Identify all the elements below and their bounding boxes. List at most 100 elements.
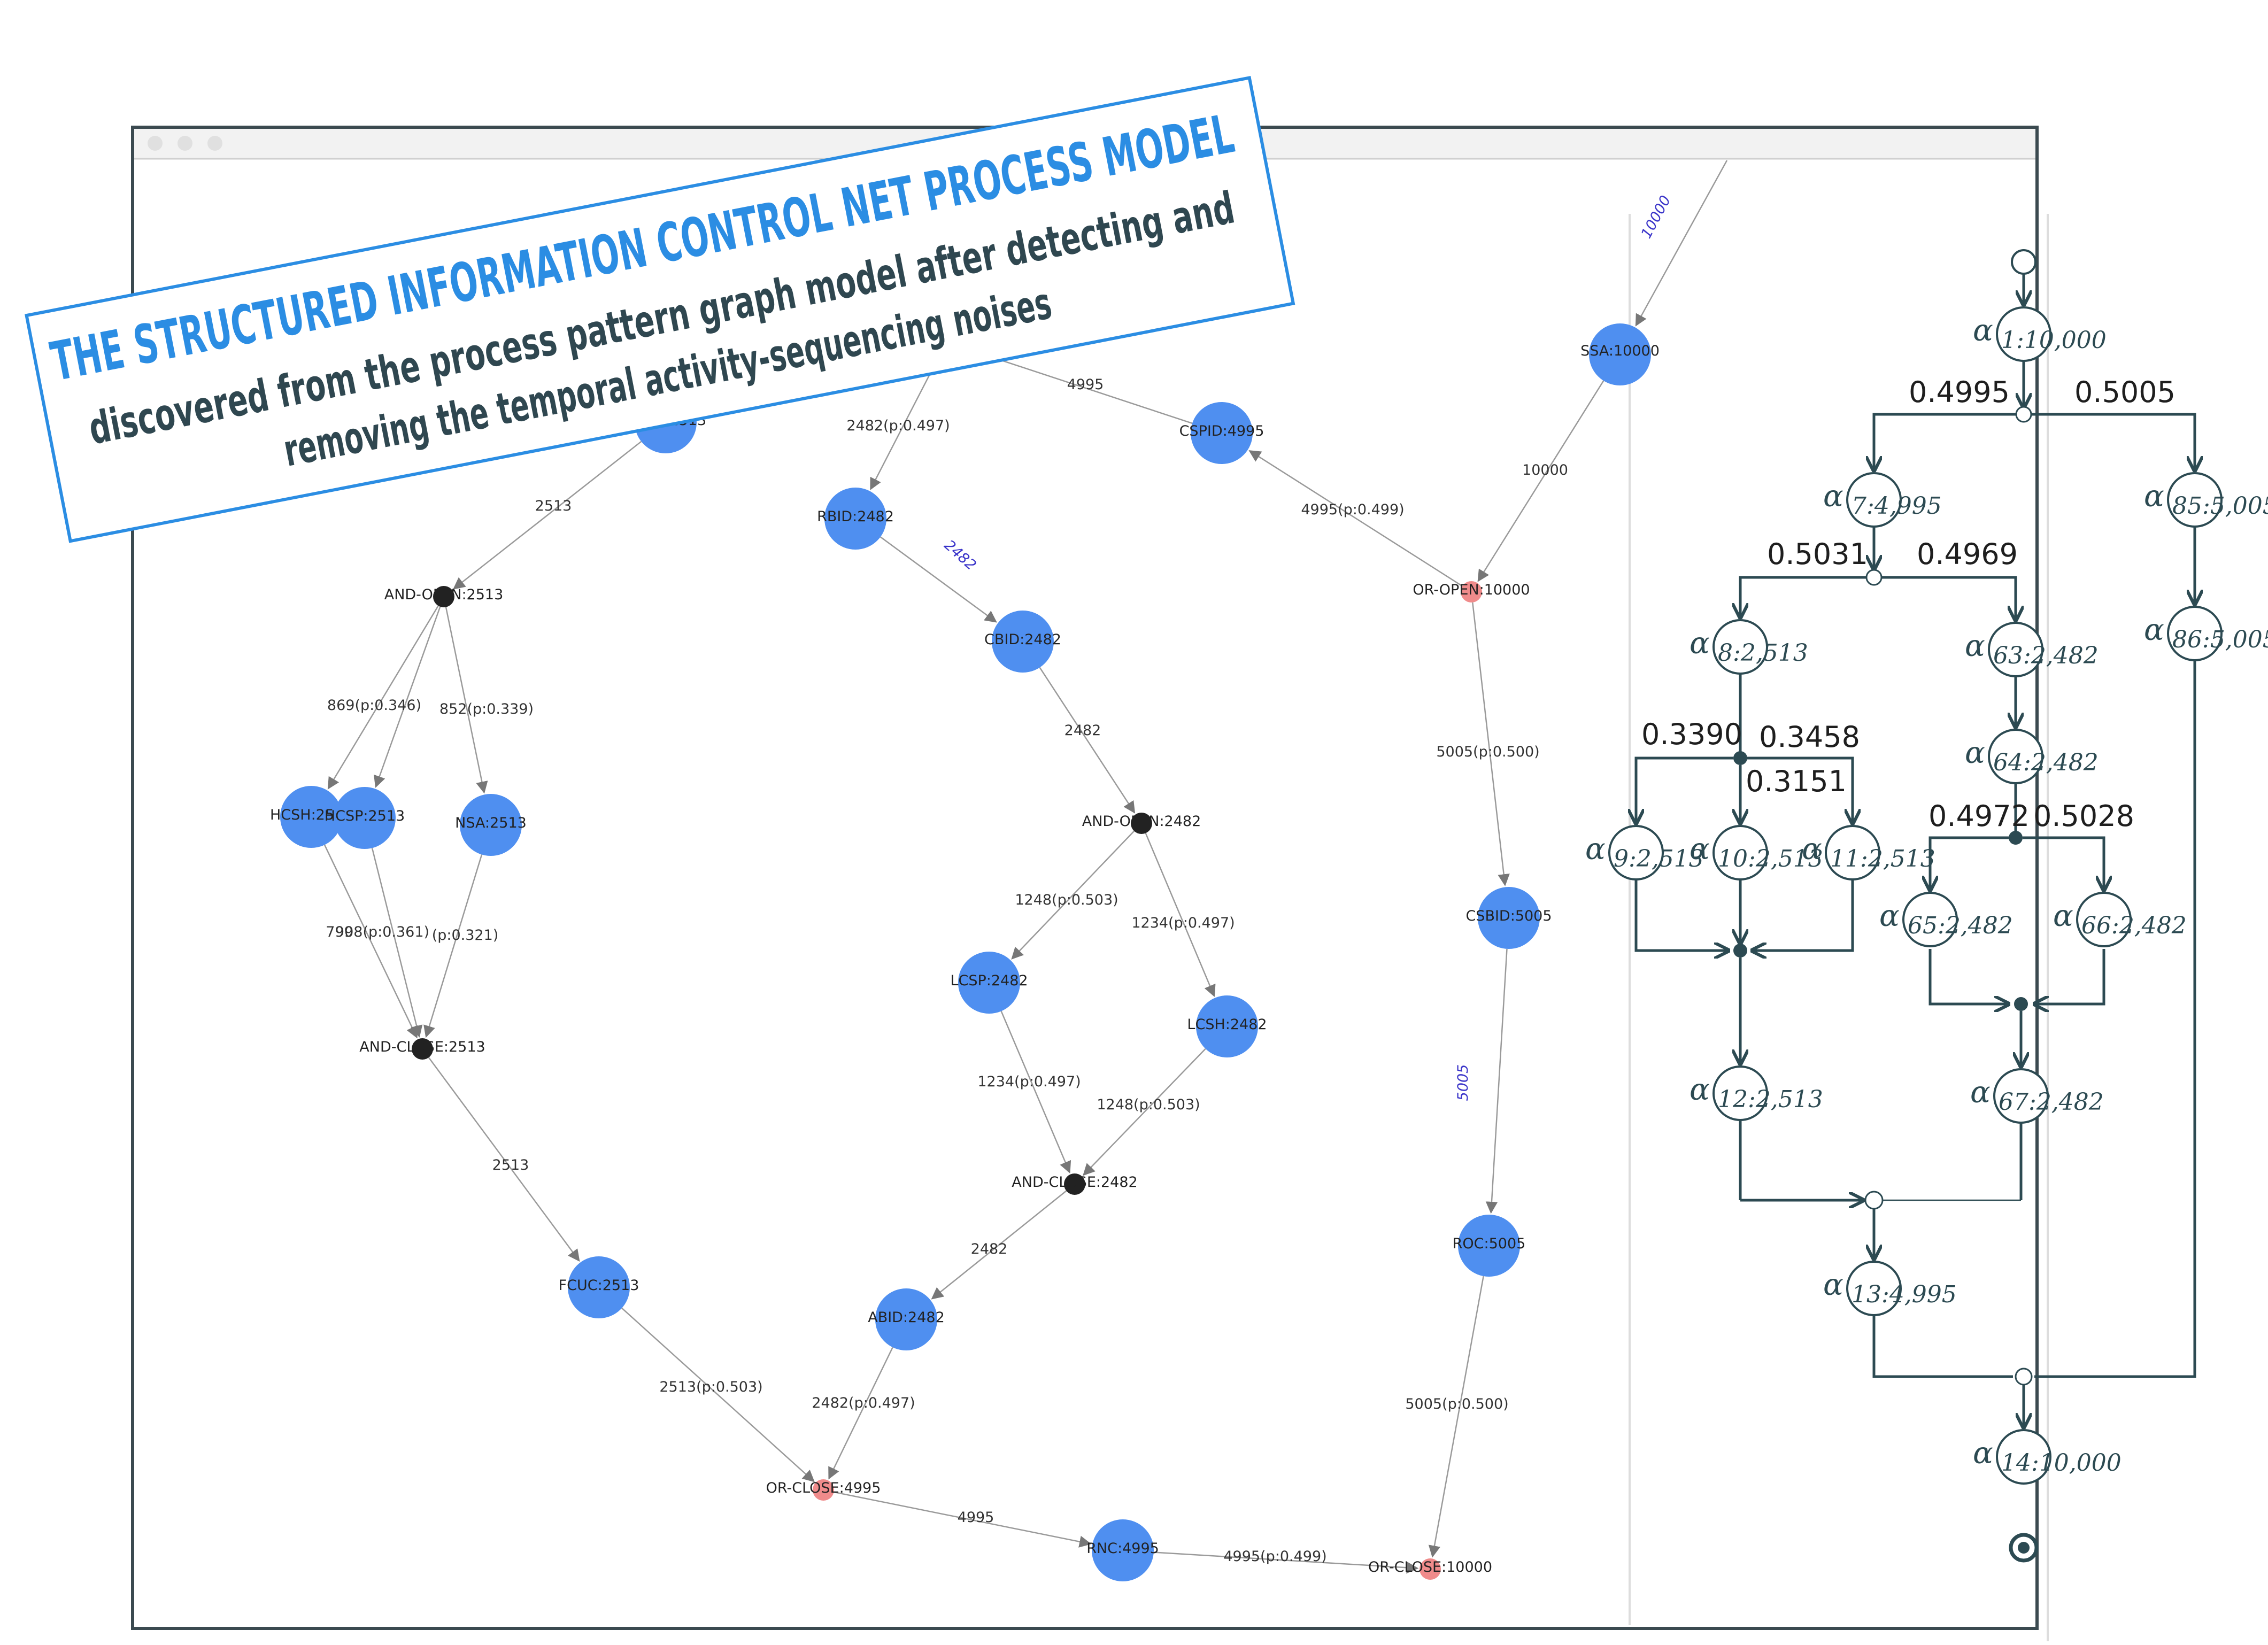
icn-activity-label: 8:2,513: [1718, 639, 1808, 667]
graph-node-label: FCUC:2513: [559, 1277, 639, 1294]
icn-activity-label: 1:10,000: [2001, 327, 2107, 354]
graph-edge-lcsp-andclose2482: [1000, 1010, 1071, 1173]
and-split-1-icon[interactable]: [1733, 751, 1747, 765]
icn-activity-label: 85:5,005: [2172, 492, 2268, 520]
graph-node-hcsp[interactable]: [334, 787, 396, 849]
window-zoom-dot[interactable]: [207, 136, 222, 151]
or-join-2-icon[interactable]: [2015, 1368, 2033, 1386]
icn-activity-symbol: α: [1823, 1268, 1843, 1302]
graph-node-andopen2482[interactable]: [1131, 813, 1152, 834]
graph-edge-label: 5005(p:0.500): [1436, 744, 1539, 760]
graph-node-label: HCSP:2513: [325, 808, 405, 824]
graph-node-ssa[interactable]: [1589, 323, 1651, 385]
and-split-2-icon[interactable]: [2009, 831, 2023, 845]
graph-node-label: OR-OPEN:10000: [1413, 582, 1530, 598]
icn-activity-a7[interactable]: [1846, 472, 1902, 528]
graph-node-oropen10000[interactable]: [1461, 581, 1482, 603]
graph-edge-andopen2513-hcsh: [327, 605, 439, 790]
graph-edge-label: 5005(p:0.500): [1405, 1396, 1508, 1412]
end-node-core: [2018, 1542, 2030, 1554]
graph-node-andclose2513[interactable]: [412, 1038, 433, 1060]
graph-edge-label: 2513: [535, 498, 572, 514]
icn-activity-a85[interactable]: [2167, 472, 2223, 528]
graph-node-orclose10000[interactable]: [1420, 1558, 1441, 1580]
icn-activity-a8[interactable]: [1712, 619, 1768, 675]
icn-activity-a13[interactable]: [1846, 1261, 1902, 1316]
graph-node-rnc[interactable]: [1092, 1519, 1154, 1581]
window-minimize-dot[interactable]: [178, 136, 192, 151]
graph-node-nsa[interactable]: [460, 794, 522, 856]
graph-edge-label: 2513: [492, 1157, 529, 1173]
and-join-1-icon[interactable]: [1733, 944, 1747, 957]
graph-edge-andopen2513-nsa: [445, 607, 488, 794]
icn-flow-line: [2034, 660, 2196, 1378]
graph-edge-hcsh-andclose2513: [323, 844, 418, 1039]
graph-node-lcsh[interactable]: [1196, 995, 1258, 1057]
icn-activity-a65[interactable]: [1902, 892, 1958, 947]
graph-node-label: ABID:2482: [868, 1309, 945, 1326]
graph-edge-label: 869(p:0.346): [327, 697, 421, 714]
or-join-1-icon[interactable]: [1864, 1191, 1884, 1210]
graph-node-label: LCSH:2482: [1187, 1016, 1267, 1033]
icn-probability-p4_left: 0.4972: [1928, 799, 2030, 833]
icn-activity-label: 9:2,513: [1614, 845, 1704, 872]
graph-node-csbid[interactable]: [1478, 887, 1540, 949]
icn-flow-line: [1747, 756, 1853, 823]
graph-node-label: CBID:2482: [984, 631, 1061, 648]
icn-activity-symbol: α: [1879, 899, 1900, 933]
graph-edge-andclose2482-abid: [931, 1190, 1067, 1300]
icn-flow-line: [1928, 949, 2009, 1004]
icn-activity-symbol: α: [1965, 629, 1985, 663]
graph-edge-label: 2482: [1064, 722, 1101, 739]
or-split-2-icon[interactable]: [1865, 569, 1883, 586]
graph-node-cbid[interactable]: [992, 611, 1054, 673]
window-close-dot[interactable]: [148, 136, 163, 151]
graph-node-hcsh[interactable]: [280, 786, 342, 848]
graph-node-label: RBID:2482: [817, 508, 894, 525]
graph-node-andopen2513[interactable]: [433, 586, 454, 607]
graph-node-andclose2482[interactable]: [1064, 1173, 1085, 1195]
graph-node-orclose4995[interactable]: [813, 1479, 834, 1501]
icn-activity-a14[interactable]: [1996, 1429, 2051, 1485]
icn-activity-a12[interactable]: [1712, 1065, 1768, 1121]
icn-activity-a67[interactable]: [1993, 1068, 2049, 1124]
icn-activity-a63[interactable]: [1988, 622, 2043, 677]
icn-activity-a10[interactable]: [1712, 825, 1768, 881]
graph-edge-andopen2482-lcsh: [1145, 832, 1216, 997]
graph-edge-abid-orclose4995: [828, 1347, 893, 1480]
icn-activity-a66[interactable]: [2076, 892, 2132, 947]
icn-flow-line: [2031, 413, 2195, 470]
icn-flow-line: [1740, 576, 1866, 617]
graph-labels: 10000100004995(p:0.499)49952513(p:0.503)…: [270, 193, 1674, 1576]
icn-activity-symbol: α: [1585, 832, 1606, 867]
icn-activity-a9[interactable]: [1608, 825, 1664, 881]
icn-activity-symbol: α: [1690, 626, 1710, 661]
graph-node-roc[interactable]: [1458, 1215, 1520, 1277]
graph-node-label: AND-CLOSE:2513: [359, 1039, 485, 1055]
and-join-2-icon[interactable]: [2014, 997, 2028, 1011]
graph-edge-label: 908(p:0.361): [335, 924, 429, 940]
graph-edge-hcsp-andclose2513: [371, 847, 423, 1038]
graph-node-abid[interactable]: [875, 1288, 937, 1350]
icn-flow-line: [2034, 949, 2105, 1004]
icn-flow-line: [2023, 836, 2104, 890]
app-window: [131, 126, 2049, 1641]
graph-edge-label: 2482: [971, 1241, 1008, 1257]
or-split-1-icon[interactable]: [2015, 406, 2032, 423]
icn-activity-label: 7:4,995: [1852, 492, 1942, 520]
graph-edge-andopen2482-lcsp: [1011, 830, 1135, 960]
icn-activity-a86[interactable]: [2167, 606, 2223, 661]
icn-activity-a11[interactable]: [1825, 825, 1880, 881]
icn-activity-a64[interactable]: [1988, 729, 2043, 784]
icn-activity-a1[interactable]: [1996, 306, 2051, 362]
graph-node-lcsp[interactable]: [958, 952, 1020, 1014]
graph-node-fcuc[interactable]: [568, 1256, 630, 1318]
icn-activity-symbol: α: [1973, 313, 1993, 348]
start-node-icon[interactable]: [2011, 249, 2036, 275]
graph-edge-label: 4995(p:0.499): [1301, 501, 1404, 518]
graph-edge-label: 4995(p:0.499): [1223, 1548, 1326, 1565]
icn-activity-label: 10:2,513: [1718, 845, 1823, 872]
graph-edge-orclose4995-rnc: [834, 1491, 1092, 1548]
icn-activity-label: 66:2,482: [2081, 912, 2187, 939]
graph-edge-label: 852(p:0.339): [439, 701, 534, 717]
